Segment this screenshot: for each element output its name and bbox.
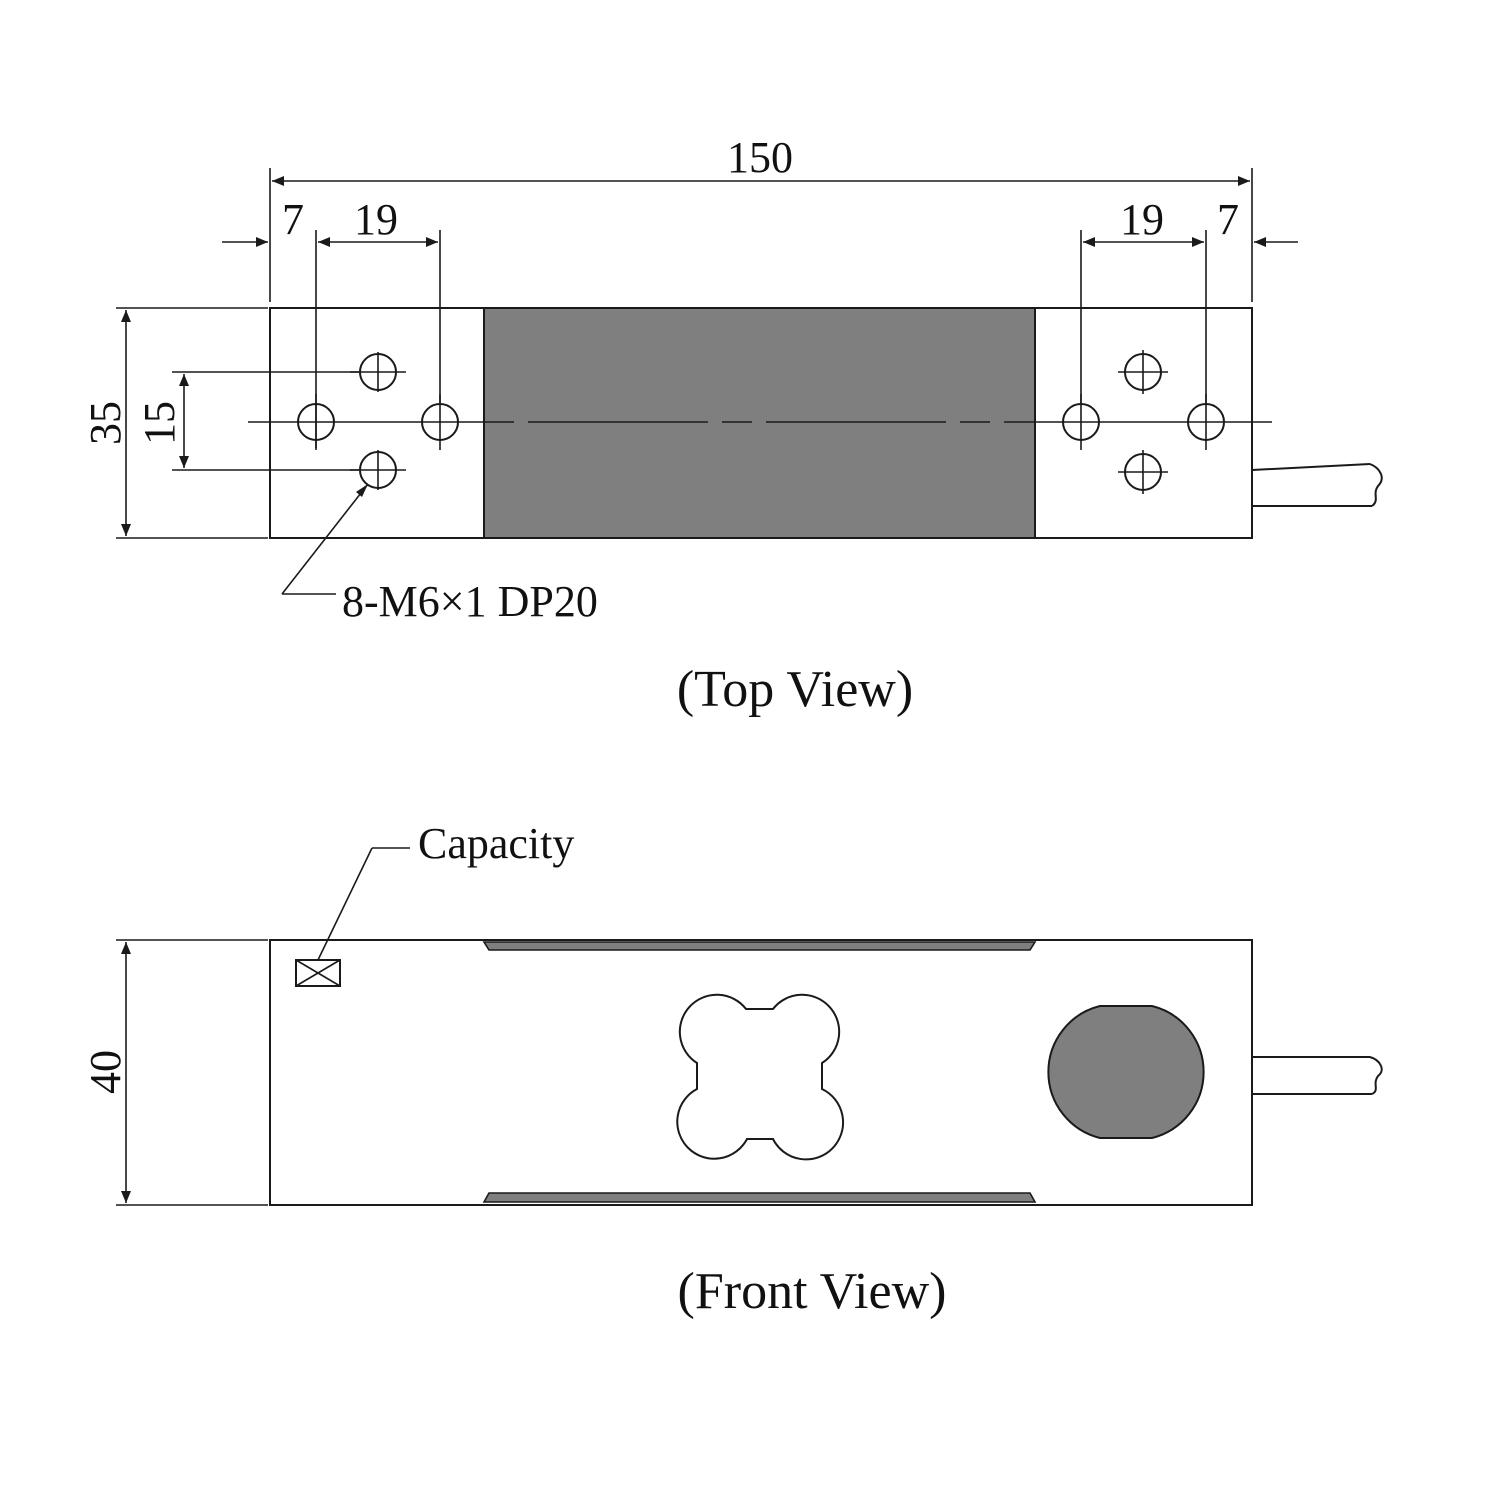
- callout-arrowhead: [356, 484, 368, 497]
- front-view-bottom-slot: [482, 1192, 1037, 1203]
- dim-right-edge: 7: [1217, 195, 1239, 244]
- dim-overall-length: 150: [727, 133, 793, 182]
- dim-right-spacing: 19: [1120, 195, 1164, 244]
- dim-hole-spacing: 15: [135, 401, 184, 445]
- top-view-caption: (Top View): [677, 661, 913, 718]
- capacity-leader: [317, 847, 373, 961]
- dim-left-edge: 7: [282, 195, 304, 244]
- hole-icon: [1118, 450, 1168, 494]
- front-view-oval-pad: [1047, 1005, 1205, 1139]
- hole-callout: 8-M6×1 DP20: [342, 577, 598, 626]
- dim-width: 35: [81, 401, 130, 445]
- front-view-top-slot: [482, 941, 1037, 951]
- front-view-caption: (Front View): [678, 1263, 947, 1320]
- capacity-box-icon: [295, 959, 341, 987]
- dim-left-spacing: 19: [354, 195, 398, 244]
- binocular-cutout: [676, 993, 845, 1161]
- hole-icon: [1118, 350, 1168, 394]
- front-view-cable: [1252, 1056, 1383, 1095]
- top-view-cable: [1251, 463, 1383, 507]
- capacity-label: Capacity: [418, 819, 574, 868]
- callout-leader: [281, 483, 369, 595]
- front-view-body-outline: [269, 939, 1253, 1206]
- front-view: Capacity 40 (Front View): [81, 819, 1383, 1320]
- top-view: 150 7 19 19 7 35 15 8-M6×1 DP20 (Top Vie…: [81, 133, 1383, 718]
- dim-height: 40: [81, 1050, 130, 1094]
- top-view-gauge-cover: [483, 307, 1036, 539]
